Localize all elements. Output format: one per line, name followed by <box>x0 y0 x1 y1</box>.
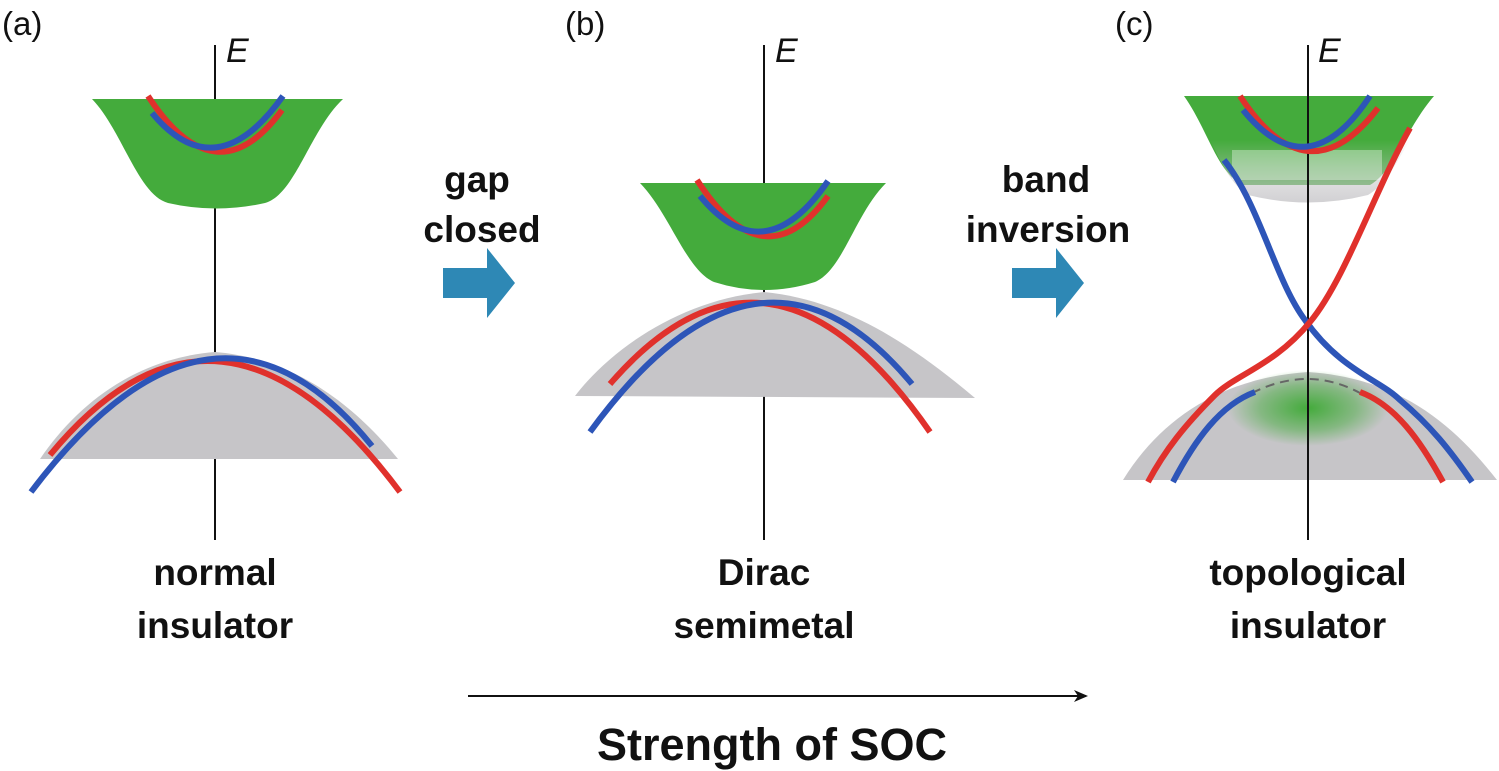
panel-a: (a) E normal insulator <box>2 5 403 646</box>
transition-2-arrow <box>1012 248 1084 318</box>
panel-a-valence-red-curve <box>47 358 403 494</box>
panel-c: (c) E topological insulator <box>1115 5 1497 646</box>
panel-b-conduction-red-curve <box>694 178 831 240</box>
panel-c-energy-label: E <box>1318 32 1341 70</box>
soc-strength-label: Strength of SOC <box>597 719 947 770</box>
transition-2: band inversion <box>966 159 1131 318</box>
panel-b: (b) E Dirac semimetal <box>565 5 975 646</box>
transition-2-line1: band <box>1002 159 1090 200</box>
panel-b-caption-line2: semimetal <box>674 605 855 646</box>
panel-c-conduction-red-curve <box>1237 94 1381 155</box>
panel-a-caption-line1: normal <box>153 552 276 593</box>
panel-a-letter: (a) <box>2 5 42 42</box>
panel-c-caption-line1: topological <box>1209 552 1406 593</box>
panel-b-valence-band <box>575 292 975 398</box>
panel-c-surface-state-blue <box>1221 158 1475 484</box>
panel-b-valence-blue-curve <box>587 299 915 434</box>
transition-1: gap closed <box>423 159 541 318</box>
panel-b-caption-line1: Dirac <box>718 552 811 593</box>
transition-1-line1: gap <box>444 159 510 200</box>
panel-c-conduction-blue-curve <box>1240 94 1373 150</box>
panel-a-conduction-blue-curve <box>149 94 286 151</box>
panel-c-surface-state-red <box>1145 126 1413 484</box>
panel-c-caption-line2: insulator <box>1230 605 1386 646</box>
panel-a-caption-line2: insulator <box>137 605 293 646</box>
panel-a-valence-blue-curve <box>28 355 375 494</box>
soc-strength-axis: Strength of SOC <box>468 690 1088 770</box>
panel-b-letter: (b) <box>565 5 605 42</box>
panel-b-energy-label: E <box>775 32 798 70</box>
panel-b-conduction-blue-curve <box>697 179 831 235</box>
panel-c-letter: (c) <box>1115 5 1153 42</box>
panel-a-valence-band <box>40 352 398 459</box>
panel-a-energy-label: E <box>226 32 249 70</box>
panel-a-conduction-red-curve <box>145 94 285 155</box>
panel-c-upper-band-fade <box>1210 140 1410 203</box>
transition-1-line2: closed <box>423 209 540 250</box>
panel-c-valence-blue-curve <box>1170 389 1257 484</box>
transition-1-arrow <box>443 248 515 318</box>
transition-2-line2: inversion <box>966 209 1131 250</box>
panel-c-valence-red-curve <box>1358 389 1446 484</box>
